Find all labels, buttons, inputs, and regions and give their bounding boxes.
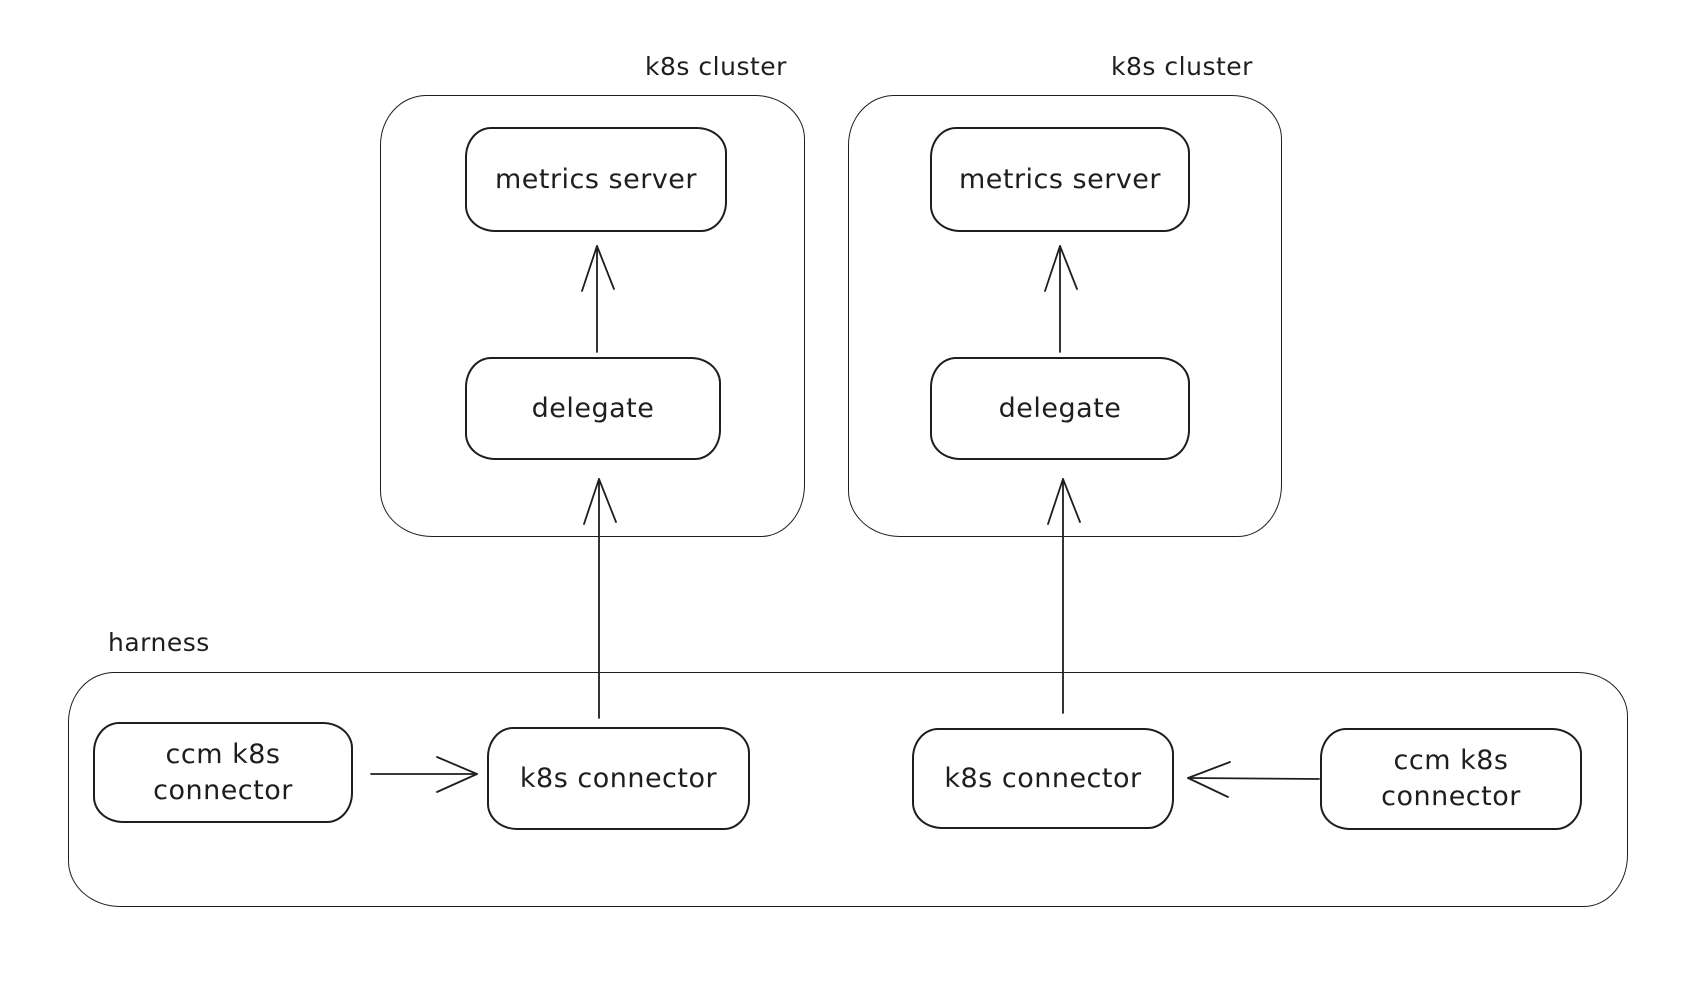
ccm-k8s-connector-node-left: ccm k8s connector bbox=[93, 722, 353, 823]
metrics-server-node-left: metrics server bbox=[465, 127, 727, 232]
metrics-server-label: metrics server bbox=[958, 163, 1162, 195]
cluster-box-right bbox=[848, 95, 1282, 537]
metrics-server-node-right: metrics server bbox=[930, 127, 1190, 232]
cluster-box-left bbox=[380, 95, 805, 537]
delegate-label: delegate bbox=[998, 392, 1122, 424]
ccm-k8s-connector-node-right: ccm k8s connector bbox=[1320, 728, 1582, 830]
k8s-cluster-label-right: k8s cluster bbox=[1111, 52, 1253, 81]
k8s-connector-node-right: k8s connector bbox=[912, 728, 1174, 829]
k8s-connector-label: k8s connector bbox=[519, 762, 718, 794]
delegate-label: delegate bbox=[531, 392, 655, 424]
ccm-k8s-connector-label: ccm k8s connector bbox=[1381, 745, 1521, 812]
harness-label: harness bbox=[108, 628, 210, 657]
k8s-connector-label: k8s connector bbox=[944, 762, 1142, 794]
harness-box bbox=[68, 672, 1628, 907]
ccm-k8s-connector-label: ccm k8s connector bbox=[153, 738, 293, 806]
metrics-server-label: metrics server bbox=[494, 163, 698, 195]
k8s-connector-node-left: k8s connector bbox=[487, 727, 750, 830]
delegate-node-right: delegate bbox=[930, 357, 1190, 460]
k8s-cluster-label-left: k8s cluster bbox=[645, 52, 787, 81]
delegate-node-left: delegate bbox=[465, 357, 721, 460]
